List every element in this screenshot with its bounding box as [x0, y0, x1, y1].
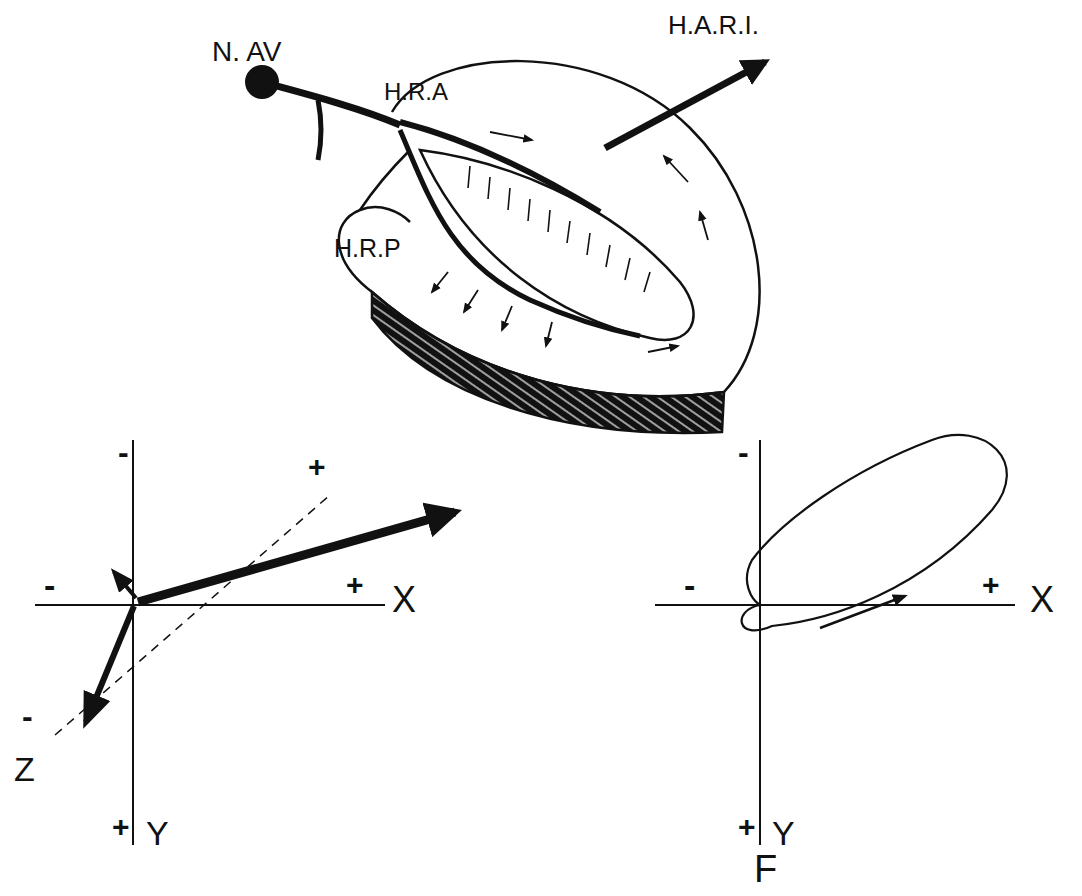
- x-axis: [655, 604, 1015, 606]
- initial-vector-arrow: [114, 572, 136, 598]
- axis-sign: +: [112, 812, 130, 842]
- part-label: H.R.A: [384, 80, 448, 104]
- x-axis: [35, 604, 385, 606]
- hari-vector-arrow: [605, 62, 765, 148]
- axis-name: Y: [772, 816, 795, 850]
- vectorcardiographic-loop: [742, 435, 1007, 631]
- vector-axes: [35, 440, 455, 845]
- loop-direction-arrow: [820, 596, 905, 628]
- axis-sign: +: [308, 452, 326, 482]
- axis-sign: -: [684, 568, 695, 602]
- heart-lower-wall-top: [360, 150, 410, 210]
- axis-name: Z: [14, 752, 35, 786]
- axis-sign: +: [738, 812, 756, 842]
- axis-sign: -: [118, 436, 129, 468]
- branch-stub: [318, 100, 321, 160]
- z-axis: [55, 495, 330, 735]
- part-label: N. AV: [212, 38, 282, 66]
- heart-outer-wall: [339, 61, 760, 396]
- axis-sign: -: [738, 436, 749, 468]
- right-posterior-branch: [400, 130, 640, 336]
- axis-sign: +: [346, 570, 364, 600]
- axis-name: X: [392, 582, 416, 618]
- activation-arrows: [432, 132, 708, 352]
- axis-name: X: [1030, 582, 1054, 618]
- his-bundle: [262, 82, 400, 125]
- heart-section: [245, 61, 765, 433]
- terminal-vector-arrow: [86, 606, 134, 722]
- part-label: H.R.P: [334, 236, 401, 261]
- axis-sign: -: [44, 568, 55, 602]
- part-label: H.A.R.I.: [668, 12, 759, 38]
- axis-name: F: [754, 850, 777, 888]
- y-axis: [132, 440, 134, 845]
- axis-name: Y: [146, 816, 169, 850]
- y-axis: [759, 440, 761, 845]
- axis-sign: +: [982, 570, 1000, 600]
- axis-sign: -: [22, 700, 33, 732]
- heart-base-shading: [372, 292, 724, 433]
- frontal-loop-axes: [655, 435, 1015, 845]
